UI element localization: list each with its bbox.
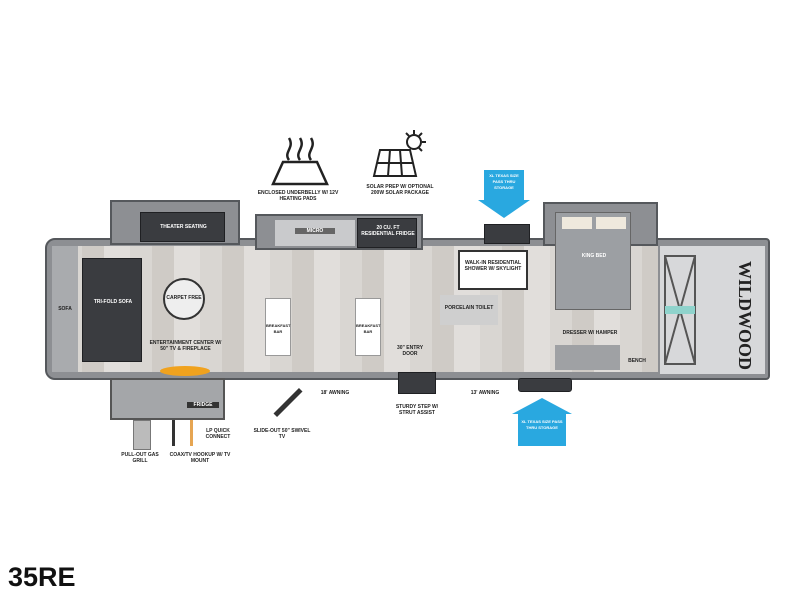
carpet-free-badge: CARPET FREE xyxy=(163,278,205,320)
theater-seating: THEATER SEATING xyxy=(140,212,225,242)
brand-logo: WILDWOOD xyxy=(735,261,755,371)
front-closet: WILDWOOD xyxy=(660,246,765,374)
heat-icon xyxy=(271,137,329,186)
solar-label: SOLAR PREP W/ OPTIONAL 200W SOLAR PACKAG… xyxy=(366,184,434,196)
solar-panel-icon xyxy=(372,130,426,177)
breakfast-bar-2: BREAKFAST BAR xyxy=(355,298,381,356)
entertainment-label: ENTERTAINMENT CENTER W/ 50" TV & FIREPLA… xyxy=(149,340,222,352)
arrow-down-icon xyxy=(478,200,530,218)
awning1-label: 18' AWNING xyxy=(320,390,350,396)
outdoor-kitchen: FRIDGE xyxy=(110,378,225,420)
entry-step xyxy=(398,372,436,394)
bench-label: BENCH xyxy=(628,358,646,364)
dresser-label: DRESSER W/ HAMPER xyxy=(562,330,618,336)
model-name: 35RE xyxy=(8,562,76,592)
tri-fold-sofa: TRI-FOLD SOFA xyxy=(82,258,142,362)
wardrobe-icon xyxy=(664,255,696,365)
king-bed: KING BED xyxy=(555,212,631,310)
swivel-tv xyxy=(273,388,303,417)
entry-door-label: 30" ENTRY DOOR xyxy=(396,345,424,357)
rear-sofa: SOFA xyxy=(52,246,78,372)
gas-grill xyxy=(133,420,151,450)
shower: WALK-IN RESIDENTIAL SHOWER W/ SKYLIGHT xyxy=(458,250,528,290)
lp-label: LP QUICK CONNECT xyxy=(205,428,231,440)
storage-arrow-bottom: XL TEXAS SIZE PASS THRU STORAGE xyxy=(518,414,566,446)
pass-thru-storage-bottom xyxy=(518,378,572,392)
tv-label: SLIDE-OUT 50" SWIVEL TV xyxy=(253,428,311,440)
fireplace xyxy=(160,366,210,376)
coax-line xyxy=(172,420,175,446)
residential-fridge: 20 CU. FT RESIDENTIAL FRIDGE xyxy=(357,218,417,248)
breakfast-bar-1: BREAKFAST BAR xyxy=(265,298,291,356)
pass-thru-storage-top xyxy=(484,224,530,244)
underbelly-label: ENCLOSED UNDERBELLY W/ 12V HEATING PADS xyxy=(257,190,339,202)
step-label: STURDY STEP W/ STRUT ASSIST xyxy=(395,404,439,416)
storage-arrow-top: XL TEXAS SIZE PASS THRU STORAGE xyxy=(484,170,524,200)
dresser xyxy=(555,345,620,370)
lp-line xyxy=(190,420,193,446)
kitchen-counter: MICRO xyxy=(275,220,355,246)
grill-label: PULL-OUT GAS GRILL xyxy=(121,452,159,464)
arrow-up-icon xyxy=(512,398,572,414)
toilet-area: PORCELAIN TOILET xyxy=(440,295,498,325)
coax-label: COAX/TV HOOKUP W/ TV MOUNT xyxy=(169,452,231,464)
awning2-label: 13' AWNING xyxy=(470,390,500,396)
